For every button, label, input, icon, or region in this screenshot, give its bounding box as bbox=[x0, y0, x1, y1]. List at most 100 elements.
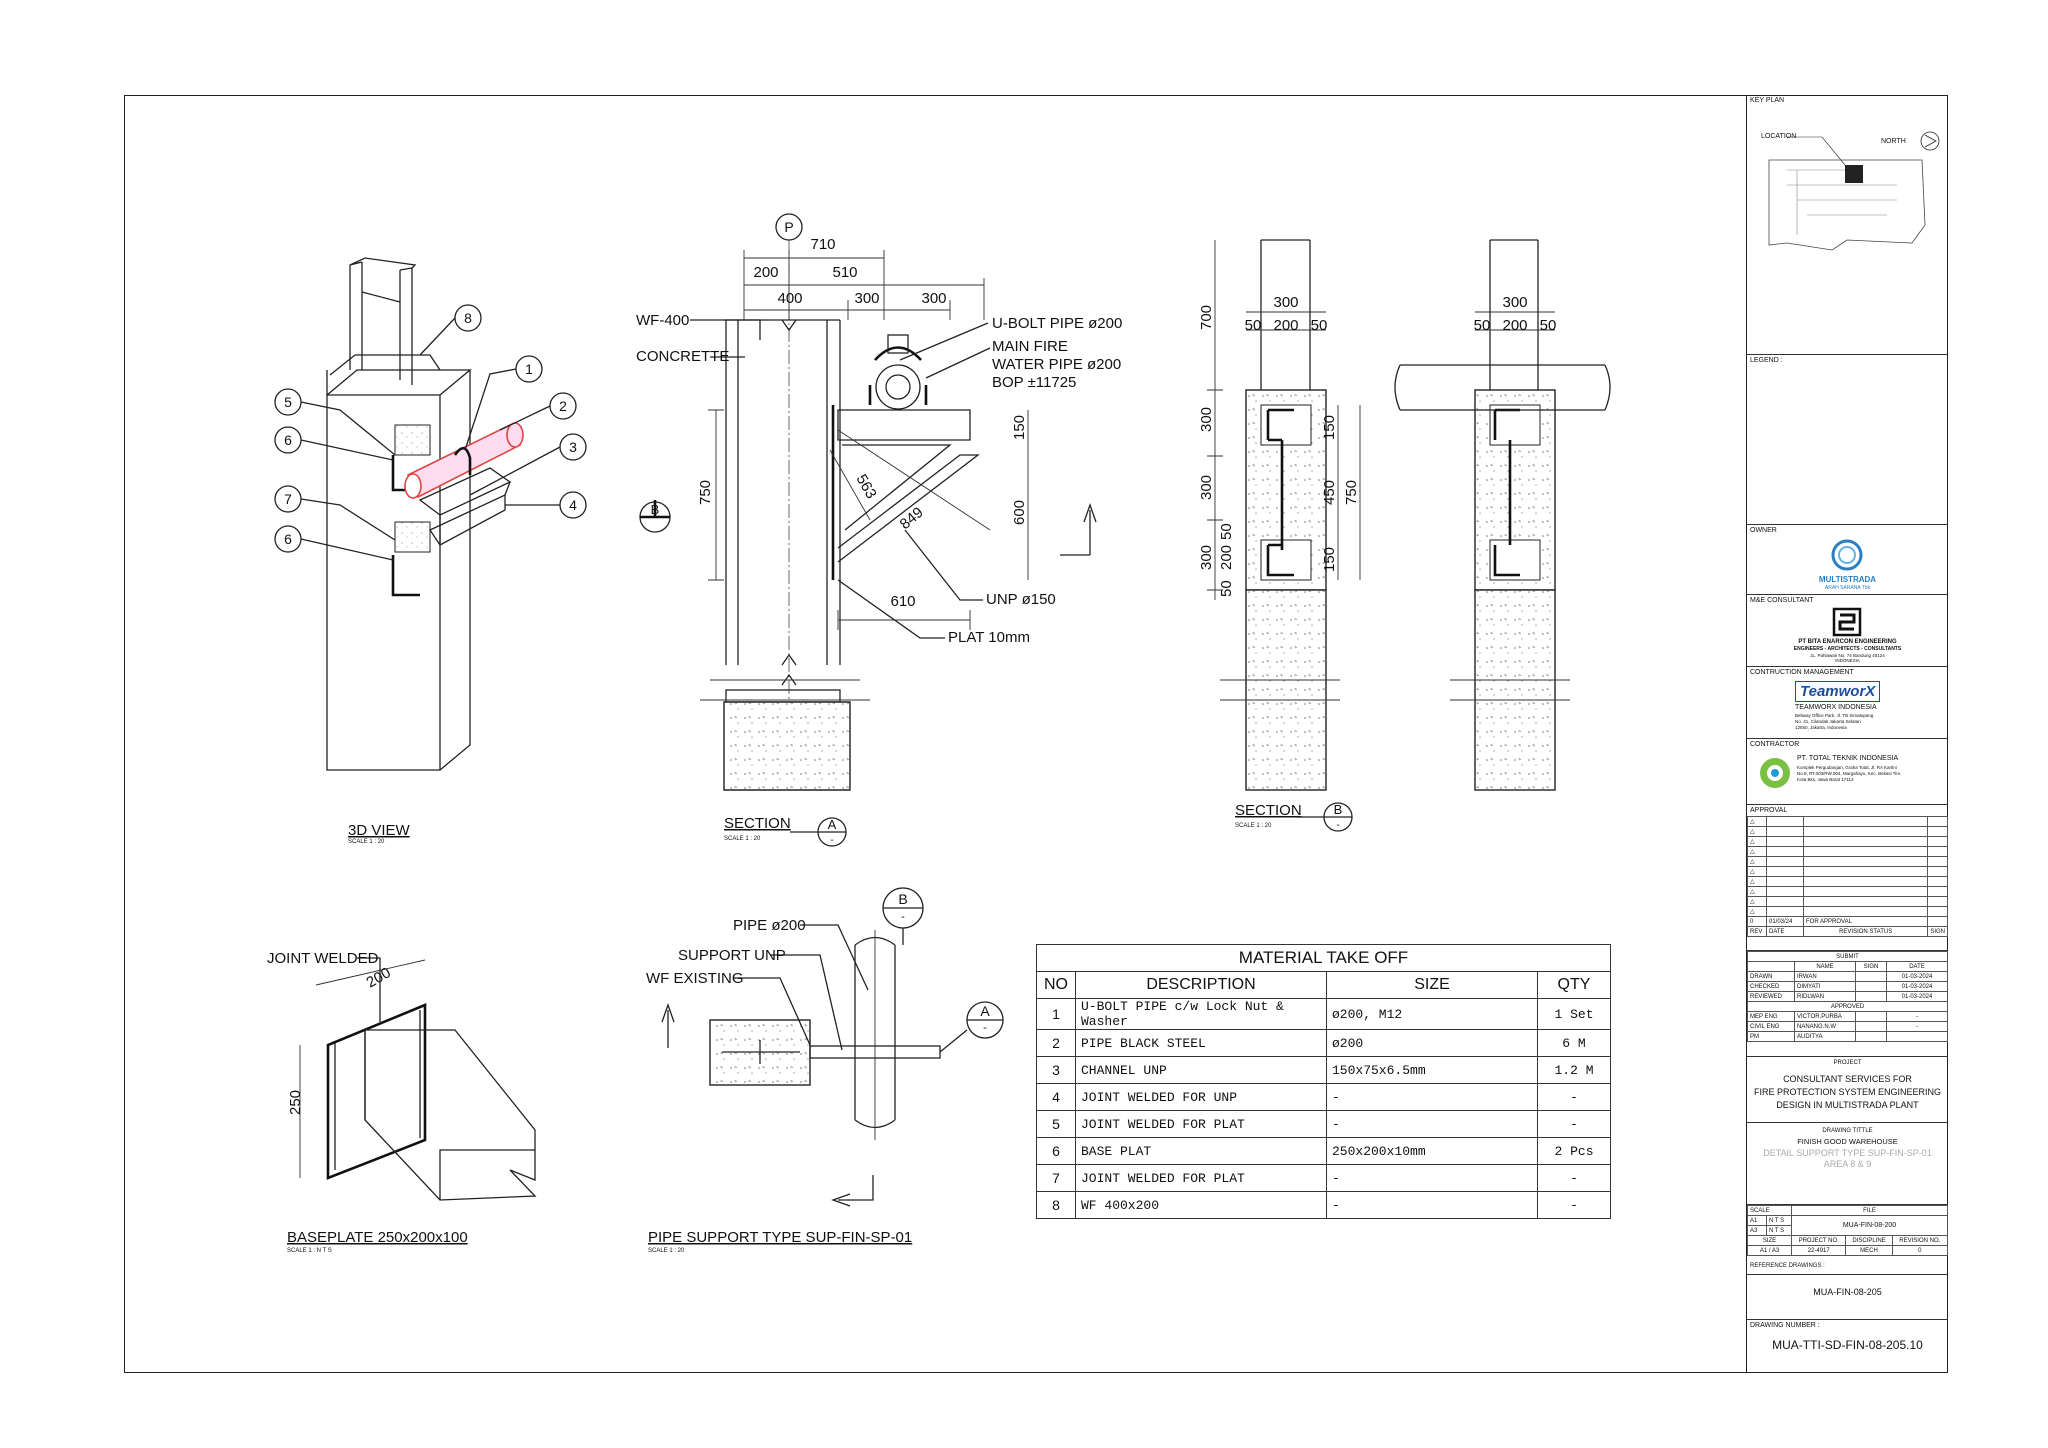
label-wf-existing: WF EXISTING bbox=[646, 970, 744, 987]
cm-addr3: 12550, Jakarta, Indonesia bbox=[1795, 725, 1847, 730]
svg-text:6: 6 bbox=[284, 432, 292, 448]
submit-h-sign: SIGN bbox=[1855, 961, 1887, 972]
cm-section: CONTRUCTION MANAGEMENT TeamworX TEAMWORX… bbox=[1747, 667, 1948, 739]
mto-cell-size: ø200, M12 bbox=[1326, 998, 1538, 1030]
mto-cell-description: CHANNEL UNP bbox=[1075, 1056, 1327, 1084]
rev-0: 0 bbox=[1747, 916, 1767, 927]
rev-header-date: DATE bbox=[1766, 926, 1804, 937]
legend-caption: LEGEND : bbox=[1750, 357, 1783, 364]
ps-marker-b-sub: - bbox=[901, 911, 905, 923]
label-unp: UNP ø150 bbox=[986, 591, 1056, 608]
approved-name: VICTOR.PURBA bbox=[1794, 1011, 1856, 1022]
mto-cell-description: JOINT WELDED FOR PLAT bbox=[1075, 1164, 1327, 1192]
material-take-off-table: MATERIAL TAKE OFF NO DESCRIPTION SIZE QT… bbox=[1036, 944, 1611, 1219]
drawing-number-caption: DRAWING NUMBER : bbox=[1750, 1322, 1820, 1329]
svg-text:5: 5 bbox=[284, 394, 292, 410]
mto-cell-qty: 1.2 M bbox=[1537, 1056, 1611, 1084]
submit-date: 01-03-2024 bbox=[1886, 981, 1948, 992]
label-plat: PLAT 10mm bbox=[948, 629, 1030, 646]
size-value: A1 / A3 bbox=[1747, 1245, 1792, 1256]
owner-caption: OWNER bbox=[1750, 527, 1777, 534]
submit-name: RIDLWAN bbox=[1794, 991, 1856, 1002]
scale-a1: A1 bbox=[1747, 1215, 1767, 1226]
revision-no-caption: REVISION NO. bbox=[1891, 1235, 1949, 1246]
me-logo-icon bbox=[1832, 607, 1862, 637]
mto-cell-description: JOINT WELDED FOR PLAT bbox=[1075, 1110, 1327, 1138]
rev-header-rev: REV bbox=[1747, 926, 1767, 937]
scale-nts2: N T S bbox=[1766, 1225, 1792, 1236]
mto-cell-no: 1 bbox=[1036, 998, 1076, 1030]
grid-mark-p: P bbox=[784, 219, 793, 235]
cm-name: TEAMWORX INDONESIA bbox=[1795, 704, 1877, 711]
label-concrete: CONCRETTE bbox=[636, 348, 729, 365]
drawing-title-line1: FINISH GOOD WAREHOUSE bbox=[1797, 1137, 1898, 1146]
key-plan-map bbox=[1768, 131, 1940, 251]
submit-date: 01-03-2024 bbox=[1886, 971, 1948, 982]
dim-b-50b: 50 bbox=[1218, 580, 1235, 597]
dim-300a: 300 bbox=[854, 290, 879, 307]
drawing-number-section: DRAWING NUMBER : MUA-TTI-SD-FIN-08-205.1… bbox=[1747, 1320, 1948, 1373]
project-no-caption: PROJECT NO. bbox=[1790, 1235, 1847, 1246]
project-no-value: 22-4917 bbox=[1790, 1245, 1847, 1256]
section-b-title: SECTION bbox=[1235, 802, 1302, 819]
me-consultant-section: M&E CONSULTANT PT BITA ENARCON ENGINEERI… bbox=[1747, 595, 1948, 667]
mto-cell-description: U-BOLT PIPE c/w Lock Nut & Washer bbox=[1075, 998, 1327, 1030]
key-plan-caption: KEY PLAN bbox=[1750, 97, 1785, 104]
owner-logo-icon bbox=[1831, 539, 1863, 571]
section-a-scale: SCALE 1 : 20 bbox=[724, 836, 761, 842]
mto-cell-no: 6 bbox=[1036, 1137, 1076, 1165]
svg-text:6: 6 bbox=[284, 531, 292, 547]
rev-header-sign: SIGN bbox=[1927, 926, 1948, 937]
mto-cell-size: - bbox=[1326, 1191, 1538, 1219]
dim-b-700: 700 bbox=[1198, 305, 1215, 330]
dim-b-w300: 300 bbox=[1273, 294, 1298, 311]
mto-cell-no: 8 bbox=[1036, 1191, 1076, 1219]
section-a-marker-sub: - bbox=[830, 835, 833, 846]
view-3d-title: 3D VIEW bbox=[348, 822, 411, 839]
submit-h-name: NAME bbox=[1794, 961, 1856, 972]
project-line1: CONSULTANT SERVICES FOR bbox=[1783, 1074, 1912, 1084]
discipline-value: MECH bbox=[1845, 1245, 1893, 1256]
contractor-addr3: Kota Bks, Jawa Barat 17113 bbox=[1797, 777, 1854, 782]
project-caption: PROJECT bbox=[1833, 1060, 1862, 1066]
dim-510: 510 bbox=[832, 264, 857, 281]
contractor-logo-icon bbox=[1760, 758, 1790, 788]
dim-b-300b: 300 bbox=[1198, 475, 1215, 500]
submit-name: DIMYATI bbox=[1794, 981, 1856, 992]
project-section: PROJECT CONSULTANT SERVICES FOR FIRE PRO… bbox=[1747, 1057, 1948, 1123]
reference-value: MUA-FIN-08-205 bbox=[1813, 1287, 1882, 1297]
view-3d: 8 1 2 3 4 5 6 7 6 3D VIEW SCALE 1 : 20 bbox=[274, 257, 587, 845]
approved-role: PM bbox=[1747, 1031, 1795, 1042]
submit-role: REVIEWED bbox=[1747, 991, 1795, 1002]
contractor-section: CONTRACTOR PT. TOTAL TEKNIK INDONESIA Ko… bbox=[1747, 739, 1948, 805]
section-b-marker-sub: - bbox=[1336, 820, 1339, 831]
ps-marker-a-sub: - bbox=[983, 1022, 987, 1034]
me-addr1: JL. Pahlawan No. 74 Bandung 40124 bbox=[1810, 653, 1885, 658]
rev-date: 01/03/24 bbox=[1766, 916, 1804, 927]
view-3d-scale: SCALE 1 : 20 bbox=[348, 839, 385, 845]
mto-header-qty: QTY bbox=[1537, 971, 1611, 999]
dim-150: 150 bbox=[1011, 415, 1028, 440]
dim-b2-w300: 300 bbox=[1502, 294, 1527, 311]
section-b-marker-a: B bbox=[651, 502, 660, 517]
svg-text:8: 8 bbox=[464, 310, 472, 326]
me-sub: ENGINEERS - ARCHITECTS - CONSULTANTS bbox=[1793, 646, 1902, 652]
me-consultant-caption: M&E CONSULTANT bbox=[1750, 597, 1814, 604]
mto-cell-qty: - bbox=[1537, 1110, 1611, 1138]
approved-caption: APPROVED bbox=[1747, 1001, 1948, 1012]
approval-caption: APPROVAL bbox=[1750, 807, 1788, 814]
svg-text:2: 2 bbox=[559, 398, 567, 414]
reference-caption: REFERENCE DRAWINGS : bbox=[1750, 1263, 1825, 1269]
pipe-support-scale: SCALE 1 : 20 bbox=[648, 1248, 685, 1254]
baseplate-scale: SCALE 1 : N T S bbox=[287, 1248, 332, 1254]
svg-text:3: 3 bbox=[569, 439, 577, 455]
reference-section: MUA-FIN-08-205 bbox=[1747, 1275, 1948, 1320]
dim-710: 710 bbox=[810, 236, 835, 253]
submit-caption: SUBMIT bbox=[1747, 951, 1948, 962]
